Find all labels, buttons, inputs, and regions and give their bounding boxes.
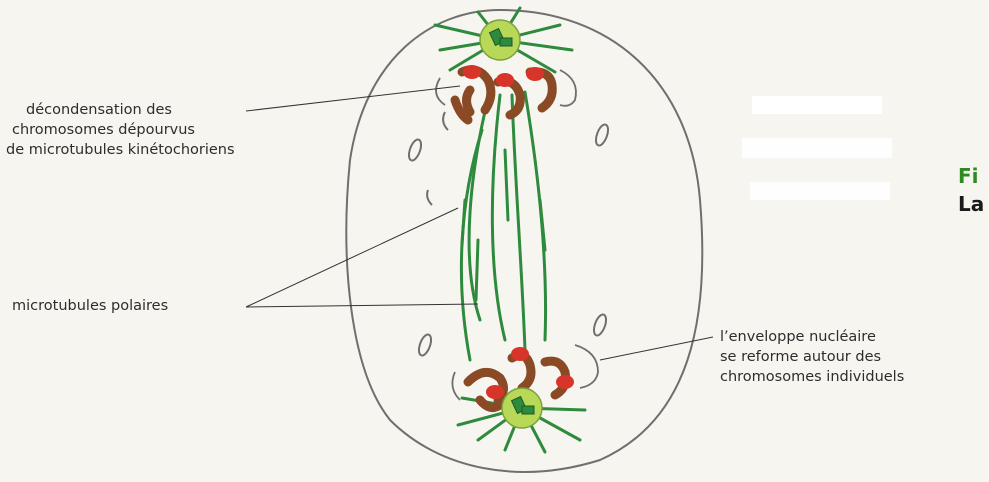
figure-caption: Fi La	[958, 162, 984, 218]
bottom-centrosome	[502, 388, 542, 428]
leader-decondensation	[246, 86, 460, 111]
top-centrosome	[480, 20, 520, 60]
leader-polar-1	[246, 208, 458, 307]
membrane-vesicles	[407, 112, 611, 357]
label-decondensation-line-3: de microtubules kinétochoriens	[6, 140, 235, 160]
label-decondensation-line-2: chromosomes dépourvus	[12, 120, 235, 140]
label-nuclear-envelope: l’enveloppe nucléaire se reforme autour …	[720, 327, 904, 387]
label-decondensation-line-1: décondensation des	[18, 100, 235, 120]
caption-line-1: Fi	[958, 162, 984, 190]
label-polar-microtubules: microtubules polaires	[12, 296, 168, 316]
polar-microtubules	[461, 90, 545, 360]
label-envelope-line-3: chromosomes individuels	[720, 367, 904, 387]
caption-line-2: La	[958, 190, 984, 218]
label-decondensation: décondensation des chromosomes dépourvus…	[18, 100, 235, 160]
top-kinetochores	[463, 65, 544, 87]
leader-polar-2	[246, 304, 478, 307]
white-patches	[742, 96, 892, 200]
label-polar-microtubules-text: microtubules polaires	[12, 296, 168, 316]
label-envelope-line-2: se reforme autour des	[720, 347, 904, 367]
leader-envelope	[600, 337, 713, 360]
label-envelope-line-1: l’enveloppe nucléaire	[720, 327, 904, 347]
